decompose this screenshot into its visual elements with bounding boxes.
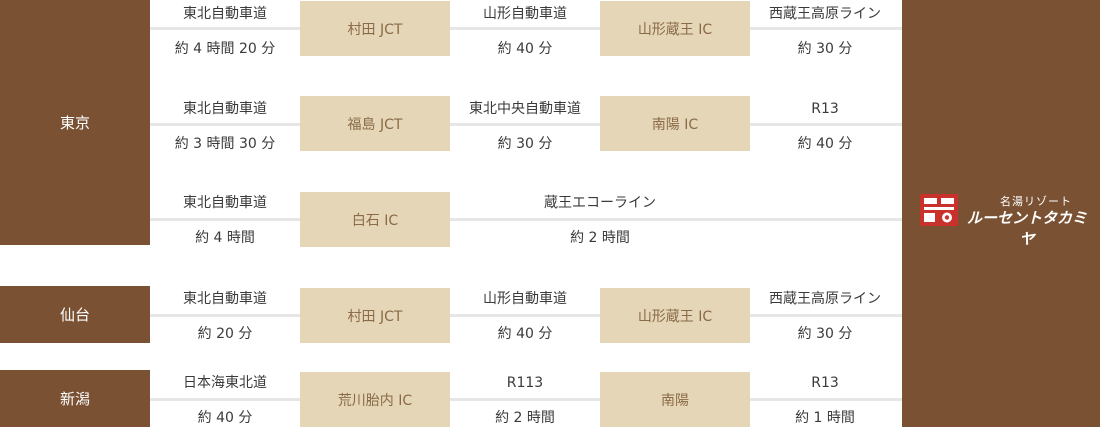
travel-time: 約 40 分 xyxy=(497,41,553,57)
travel-time: 約 3 時間 30 分 xyxy=(174,136,276,152)
road-name: R113 xyxy=(506,375,544,391)
junction-label: 村田 JCT xyxy=(347,21,403,38)
road-name: 蔵王エコーライン xyxy=(544,195,656,211)
road-name: 東北自動車道 xyxy=(183,291,267,307)
segment: 西蔵王高原ライン 約 30 分 xyxy=(750,290,900,345)
route-line xyxy=(150,123,902,126)
segment: 西蔵王高原ライン 約 30 分 xyxy=(750,5,900,60)
travel-time: 約 4 時間 20 分 xyxy=(174,41,276,57)
origin-label: 新潟 xyxy=(59,390,90,408)
junction-label: 山形蔵王 IC xyxy=(637,21,713,38)
origin-sendai: 仙台 xyxy=(0,286,150,343)
logo-wordmark: ルーセントタカミヤ xyxy=(966,209,1087,248)
segment: 東北中央自動車道 約 30 分 xyxy=(450,100,600,155)
road-name: 日本海東北道 xyxy=(183,375,267,391)
junction-node: 山形蔵王 IC xyxy=(600,1,750,56)
junction-node: 南陽 xyxy=(600,372,750,427)
travel-time: 約 2 時間 xyxy=(495,410,555,426)
junction-label: 南陽 xyxy=(661,392,689,409)
road-name: R13 xyxy=(811,375,839,391)
junction-label: 山形蔵王 IC xyxy=(637,308,713,325)
route-line xyxy=(150,314,902,317)
road-name: 東北自動車道 xyxy=(183,101,267,117)
segment: 山形自動車道 約 40 分 xyxy=(450,290,600,345)
road-name: 東北自動車道 xyxy=(183,6,267,22)
road-name: 西蔵王高原ライン xyxy=(769,291,881,307)
travel-time: 約 40 分 xyxy=(497,326,553,342)
takamiya-kamon-icon xyxy=(920,194,958,226)
segment: R13 約 40 分 xyxy=(750,100,900,155)
segment: 山形自動車道 約 40 分 xyxy=(450,5,600,60)
segment: 東北自動車道 約 4 時間 xyxy=(150,194,300,249)
travel-time: 約 20 分 xyxy=(197,326,253,342)
junction-label: 村田 JCT xyxy=(347,308,403,325)
segment: 蔵王エコーライン 約 2 時間 xyxy=(450,194,750,249)
travel-time: 約 2 時間 xyxy=(570,230,630,246)
junction-node: 村田 JCT xyxy=(300,288,450,343)
destination-logo: 名湯リゾート ルーセントタカミヤ xyxy=(920,190,1090,248)
road-name: 山形自動車道 xyxy=(483,6,567,22)
segment: 東北自動車道 約 4 時間 20 分 xyxy=(150,5,300,60)
junction-label: 白石 IC xyxy=(351,212,399,229)
origin-tokyo: 東京 xyxy=(0,0,150,245)
segment: 日本海東北道 約 40 分 xyxy=(150,374,300,427)
travel-time: 約 40 分 xyxy=(197,410,253,426)
junction-label: 福島 JCT xyxy=(347,116,403,133)
junction-node: 白石 IC xyxy=(300,192,450,247)
travel-time: 約 30 分 xyxy=(497,136,553,152)
segment: R13 約 1 時間 xyxy=(750,374,900,427)
road-name: 西蔵王高原ライン xyxy=(769,6,881,22)
junction-node: 南陽 IC xyxy=(600,96,750,151)
origin-niigata: 新潟 xyxy=(0,370,150,427)
road-name: 東北中央自動車道 xyxy=(469,101,581,117)
travel-time: 約 30 分 xyxy=(797,326,853,342)
travel-time: 約 4 時間 xyxy=(195,230,255,246)
origin-label: 東京 xyxy=(59,114,90,132)
travel-time: 約 40 分 xyxy=(797,136,853,152)
route-line xyxy=(150,218,902,221)
junction-label: 南陽 IC xyxy=(651,116,699,133)
road-name: 東北自動車道 xyxy=(183,195,267,211)
junction-node: 山形蔵王 IC xyxy=(600,288,750,343)
route-line xyxy=(150,27,902,30)
logo-tagline: 名湯リゾート xyxy=(1000,195,1072,208)
segment: R113 約 2 時間 xyxy=(450,374,600,427)
travel-time: 約 30 分 xyxy=(797,41,853,57)
route-line xyxy=(150,398,902,401)
travel-time: 約 1 時間 xyxy=(795,410,855,426)
segment: 東北自動車道 約 3 時間 30 分 xyxy=(150,100,300,155)
junction-node: 村田 JCT xyxy=(300,1,450,56)
junction-node: 福島 JCT xyxy=(300,96,450,151)
segment: 東北自動車道 約 20 分 xyxy=(150,290,300,345)
origin-label: 仙台 xyxy=(59,306,90,324)
road-name: R13 xyxy=(811,101,839,117)
junction-label: 荒川胎内 IC xyxy=(337,392,413,409)
road-name: 山形自動車道 xyxy=(483,291,567,307)
junction-node: 荒川胎内 IC xyxy=(300,372,450,427)
